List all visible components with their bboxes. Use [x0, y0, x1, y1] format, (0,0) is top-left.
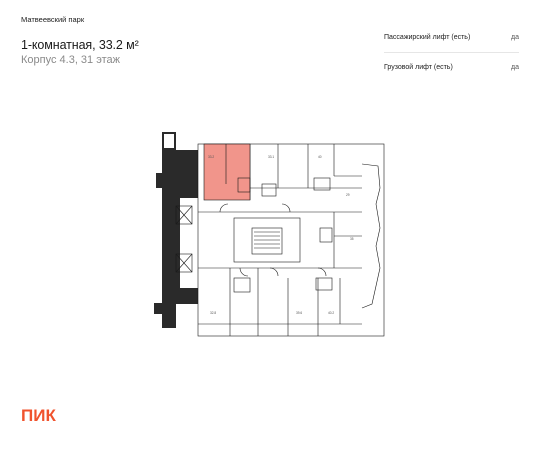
feature-value: да [511, 33, 519, 41]
feature-label: Грузовой лифт (есть) [384, 64, 453, 71]
header-info: Матвеевский парк 1-комнатная, 33.2 м² Ко… [21, 15, 261, 66]
room-label: 40 [318, 155, 322, 159]
apartment-subtitle: Корпус 4.3, 31 этаж [21, 54, 120, 66]
logo-text: ПИК [21, 406, 56, 424]
features-list: Пассажирский лифт (есть) да Грузовой лиф… [384, 22, 519, 82]
floor-plan: 33.2 33.1 40 29 35 32.8 39.6 40.2 [154, 132, 385, 337]
pik-logo: ПИК [21, 406, 56, 424]
apartment-title: 1-комнатная, 33.2 м² [21, 38, 139, 52]
room-label: 40.2 [328, 311, 334, 315]
project-name: Матвеевский парк [21, 15, 85, 24]
room-label: 32.8 [210, 311, 216, 315]
room-label: 39.6 [296, 311, 302, 315]
room-label: 33.1 [268, 155, 274, 159]
feature-value: да [511, 64, 519, 71]
room-label: 35 [350, 237, 354, 241]
room-label: 33.2 [208, 155, 214, 159]
feature-passenger-lift: Пассажирский лифт (есть) да [384, 22, 519, 52]
feature-freight-lift: Грузовой лифт (есть) да [384, 52, 519, 82]
highlighted-apartment [203, 143, 251, 201]
feature-label: Пассажирский лифт (есть) [384, 33, 471, 41]
room-label: 29 [346, 193, 350, 197]
